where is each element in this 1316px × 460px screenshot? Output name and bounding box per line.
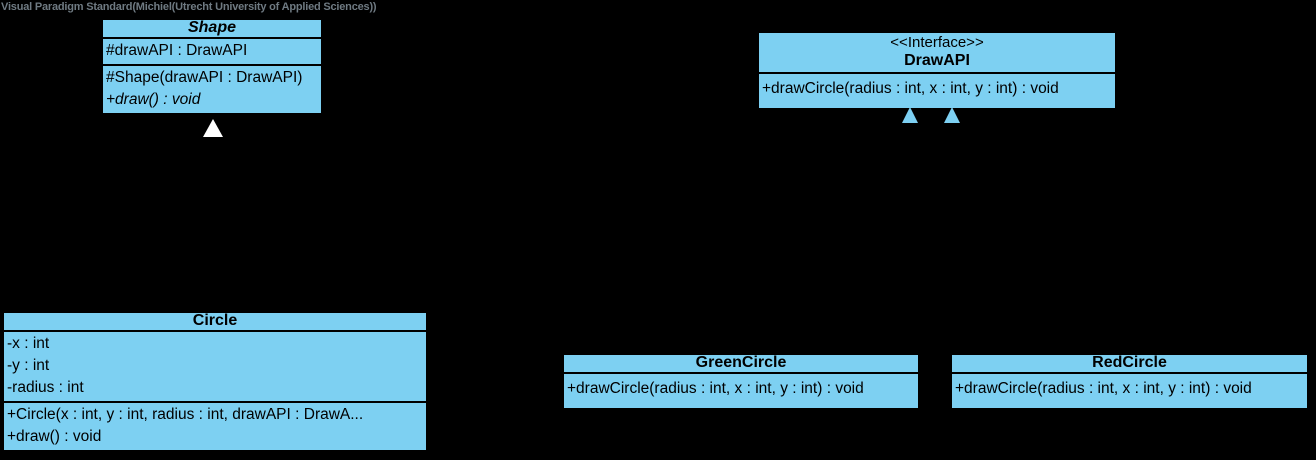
operations-compartment-shape: #Shape(drawAPI : DrawAPI) +draw() : void <box>103 64 321 113</box>
operations-compartment-greencircle: +drawCircle(radius : int, x : int, y : i… <box>564 372 918 408</box>
visual-paradigm-watermark: Visual Paradigm Standard(Michiel(Utrecht… <box>1 1 377 13</box>
operations-compartment-circle: +Circle(x : int, y : int, radius : int, … <box>4 401 426 450</box>
interface-node-drawapi[interactable]: <<Interface>> DrawAPI +drawCircle(radius… <box>757 31 1117 110</box>
interface-title-block: <<Interface>> DrawAPI <box>759 33 1115 72</box>
class-operation: +Circle(x : int, y : int, radius : int, … <box>7 406 364 423</box>
realization-arrowhead-icon[interactable] <box>902 107 918 123</box>
class-node-circle[interactable]: Circle -x : int -y : int -radius : int +… <box>2 311 428 452</box>
class-operation: +draw() : void <box>106 91 201 108</box>
class-operation: +drawCircle(radius : int, x : int, y : i… <box>567 380 864 397</box>
class-node-greencircle[interactable]: GreenCircle +drawCircle(radius : int, x … <box>562 353 920 410</box>
attributes-compartment-circle: -x : int -y : int -radius : int <box>4 330 426 401</box>
operations-compartment-drawapi: +drawCircle(radius : int, x : int, y : i… <box>759 72 1115 108</box>
class-attribute: -radius : int <box>7 379 84 396</box>
class-node-shape[interactable]: Shape #drawAPI : DrawAPI #Shape(drawAPI … <box>101 18 323 115</box>
class-title-shape: Shape <box>187 20 236 36</box>
class-attribute: -x : int <box>7 335 50 352</box>
attributes-compartment-shape: #drawAPI : DrawAPI <box>103 37 321 64</box>
class-title-greencircle: GreenCircle <box>695 355 787 371</box>
realization-arrowhead-icon[interactable] <box>944 107 960 123</box>
class-title-circle: Circle <box>192 313 238 329</box>
operations-compartment-redcircle: +drawCircle(radius : int, x : int, y : i… <box>952 372 1307 408</box>
class-title-redcircle: RedCircle <box>1092 355 1167 371</box>
class-attribute: -y : int <box>7 357 50 374</box>
class-node-redcircle[interactable]: RedCircle +drawCircle(radius : int, x : … <box>950 353 1309 410</box>
interface-stereotype: <<Interface>> <box>890 34 984 51</box>
class-operation: #Shape(drawAPI : DrawAPI) <box>106 69 303 86</box>
class-operation: +drawCircle(radius : int, x : int, y : i… <box>955 380 1252 397</box>
generalization-arrowhead-icon[interactable] <box>203 119 223 137</box>
interface-operation: +drawCircle(radius : int, x : int, y : i… <box>762 80 1059 97</box>
class-operation: +draw() : void <box>7 428 102 445</box>
interface-title-drawapi: DrawAPI <box>904 52 970 69</box>
class-attribute: #drawAPI : DrawAPI <box>106 42 248 59</box>
